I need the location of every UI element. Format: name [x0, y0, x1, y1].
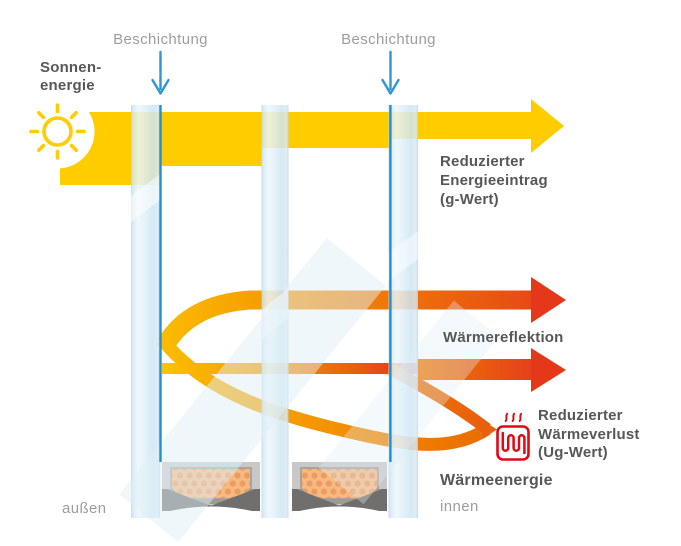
- coating-label-right: Beschichtung: [341, 31, 436, 48]
- heat-reflection-label: Wärmereflektion: [443, 329, 564, 346]
- arrow-down-icon: [381, 50, 400, 95]
- glass-pane-outer: [131, 105, 160, 518]
- heat-arrow2-shaft: [417, 359, 531, 380]
- sun-icon: [29, 103, 86, 160]
- g-value-line1: Reduzierter: [440, 153, 525, 170]
- ug-value-line3: (Ug-Wert): [538, 444, 608, 461]
- g-value-line2: Energieeintrag: [440, 172, 548, 189]
- inside-label: innen: [440, 498, 479, 515]
- solar-energy-line1: Sonnen-: [40, 59, 102, 76]
- ug-value-label: Reduzierter Wärmeverlust (Ug-Wert): [538, 407, 640, 463]
- heat-arrowhead-2: [531, 348, 566, 392]
- glass-shine-streaks: [119, 237, 499, 543]
- g-value-label: Reduzierter Energieeintrag (g-Wert): [440, 152, 548, 209]
- solar-energy-line2: energie: [40, 77, 95, 94]
- heat-band-top-arc: [157, 290, 531, 350]
- arrow-down-icon: [151, 50, 170, 95]
- solar-energy-label: Sonnen- energie: [40, 59, 101, 95]
- coating-layer-2: [389, 105, 392, 462]
- solar-arrowhead: [531, 99, 564, 153]
- coating-layer-1: [159, 105, 162, 462]
- outside-label: außen: [62, 500, 107, 517]
- heat-arrowhead-1: [531, 277, 566, 323]
- ug-value-line2: Wärmeverlust: [538, 425, 640, 443]
- g-value-line3: (g-Wert): [440, 191, 499, 208]
- heat-fold-inner-tip: [482, 420, 497, 439]
- radiator-icon: [496, 412, 530, 461]
- heat-band-lower-arc: [161, 339, 491, 451]
- heat-fold-coating-tip: [156, 335, 169, 353]
- heat-energy-label: Wärmeenergie: [440, 472, 553, 489]
- ug-value-line1: Reduzierter: [538, 407, 623, 424]
- spacer-bar-right: [288, 462, 391, 522]
- coating-label-left: Beschichtung: [113, 31, 208, 48]
- glass-pane-inner: [388, 105, 418, 518]
